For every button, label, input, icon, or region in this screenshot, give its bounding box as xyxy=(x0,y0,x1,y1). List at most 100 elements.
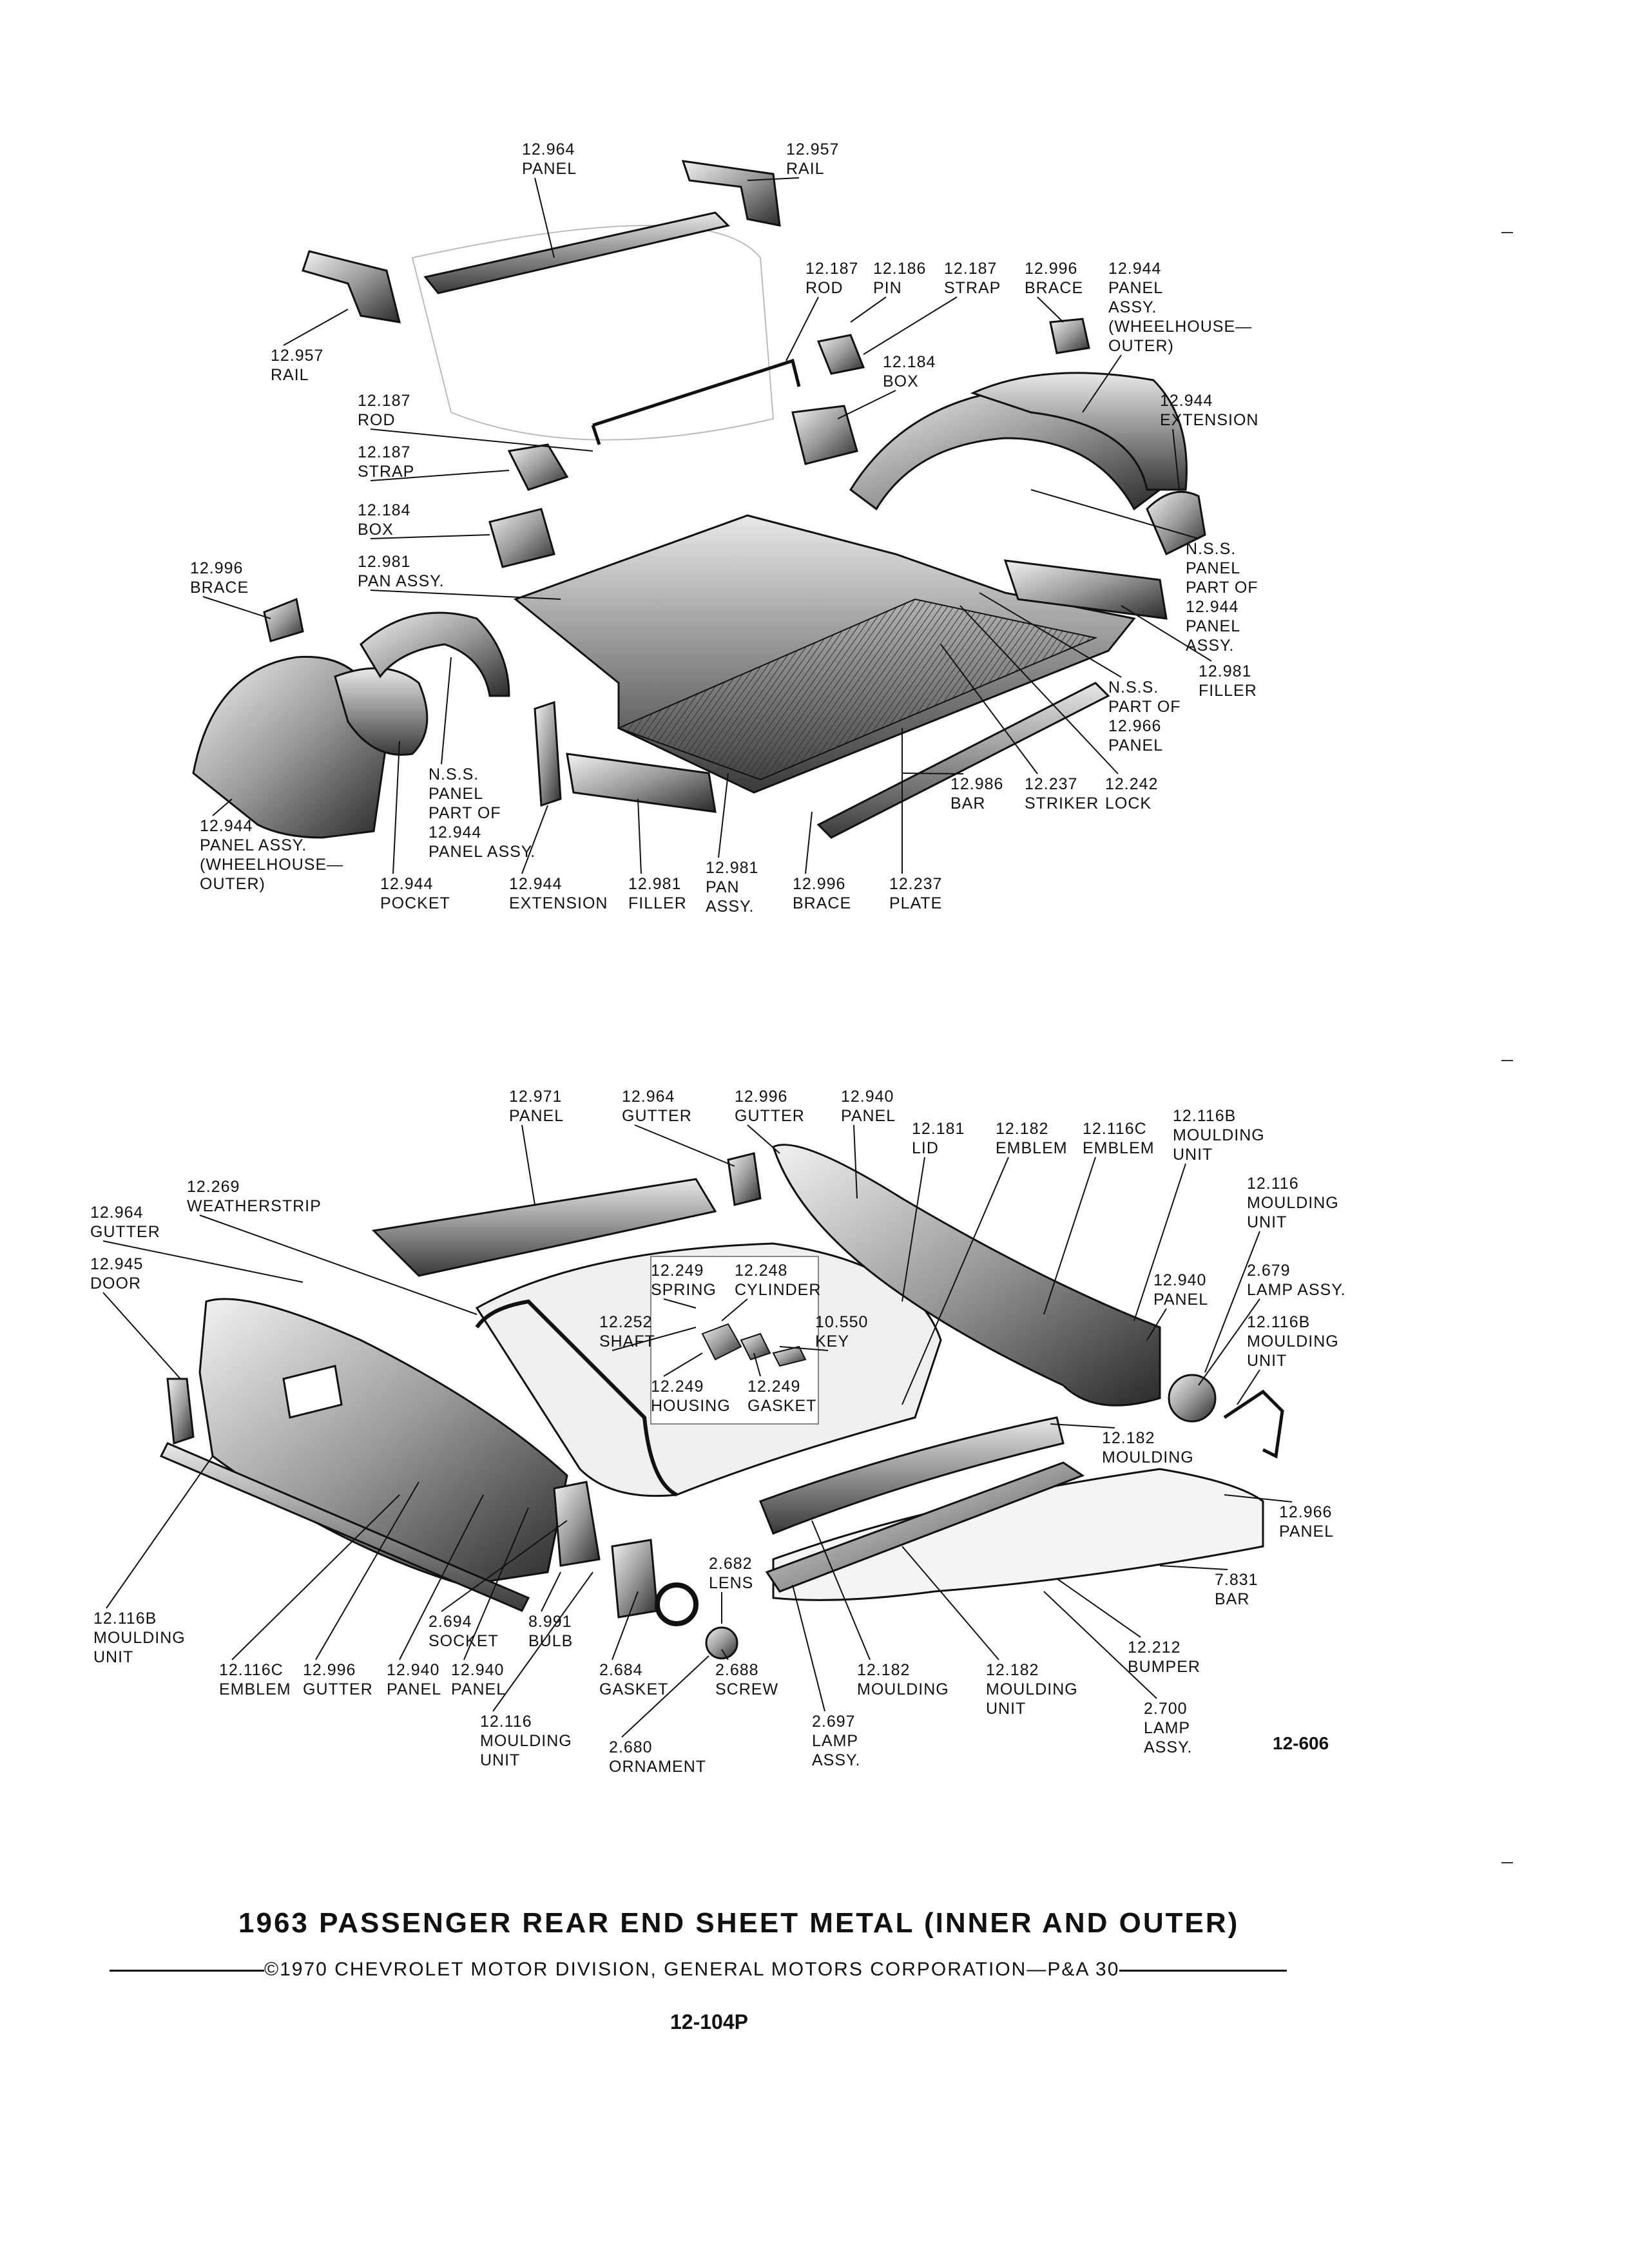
leader-line xyxy=(370,590,561,600)
pan-tray-part xyxy=(617,598,1098,781)
leader-line xyxy=(718,773,729,858)
leader-line xyxy=(370,534,490,539)
part-callout-line: N.S.S. xyxy=(429,765,479,783)
part-callout-line: 12.940 xyxy=(387,1661,439,1679)
part-callout-line: PLATE xyxy=(889,894,942,912)
part-callout-line: BUMPER xyxy=(1128,1658,1200,1676)
left-panel-opening xyxy=(282,1365,343,1419)
part-callout-line: SOCKET xyxy=(429,1632,499,1650)
edge-tick xyxy=(1501,232,1513,233)
leader-line xyxy=(1050,1423,1115,1428)
wheelhouse-outer-right-part xyxy=(970,372,1188,491)
part-callout-line: 2.688 xyxy=(715,1661,759,1679)
part-callout-line: PANEL xyxy=(451,1680,506,1698)
part-callout-line: LAMP xyxy=(812,1732,858,1750)
part-callout-line: MOULDING xyxy=(1247,1332,1339,1350)
filler-left-part xyxy=(566,753,717,813)
leader-line xyxy=(663,1352,703,1377)
part-callout-line: EXTENSION xyxy=(1160,411,1258,429)
part-callout-line: PANEL xyxy=(429,785,483,803)
part-callout-line: 12.269 xyxy=(187,1178,240,1196)
part-callout-line: CYLINDER xyxy=(735,1281,821,1299)
leader-line xyxy=(521,1124,535,1206)
part-callout-line: PANEL ASSY. xyxy=(429,843,535,861)
part-callout-line: GUTTER xyxy=(303,1680,373,1698)
leader-line xyxy=(1133,1163,1186,1321)
part-callout-line: 12.996 xyxy=(1025,260,1077,278)
part-callout-line: 12.944 xyxy=(1108,260,1161,278)
part-callout-line: 12.182 xyxy=(986,1661,1039,1679)
leader-line xyxy=(1043,1591,1157,1699)
part-callout-line: MOULDING xyxy=(986,1680,1078,1698)
leader-line xyxy=(102,1240,304,1283)
part-callout-line: SHAFT xyxy=(599,1332,655,1350)
part-callout-line: 12.116B xyxy=(93,1610,157,1628)
part-callout-line: (WHEELHOUSE— xyxy=(200,856,343,874)
part-callout-line: DOOR xyxy=(90,1274,141,1293)
part-callout-line: LAMP ASSY. xyxy=(1247,1281,1346,1299)
strap-part-left xyxy=(507,443,569,491)
part-callout-line: 12.981 xyxy=(706,859,758,877)
part-callout-line: 2.694 xyxy=(429,1613,472,1631)
leader-line xyxy=(283,309,349,346)
part-callout-line: HOUSING xyxy=(651,1397,731,1415)
leader-line xyxy=(231,1494,400,1660)
part-callout-line: PANEL xyxy=(1108,279,1163,297)
leader-line xyxy=(1082,354,1122,413)
part-callout-line: EMBLEM xyxy=(1083,1139,1155,1157)
part-callout-line: 12.242 xyxy=(1105,775,1158,793)
part-callout-line: 12.249 xyxy=(747,1378,800,1396)
part-callout-line: 7.831 xyxy=(1215,1571,1258,1589)
part-callout-line: RAIL xyxy=(271,366,309,384)
leader-line xyxy=(863,296,958,355)
part-callout-line: PANEL xyxy=(1186,559,1240,577)
lens-part xyxy=(705,1626,738,1660)
part-callout-line: SCREW xyxy=(715,1680,778,1698)
part-callout-line: EMBLEM xyxy=(996,1139,1068,1157)
leader-line xyxy=(721,1649,729,1660)
part-callout-line: 10.550 xyxy=(815,1313,868,1331)
edge-tick xyxy=(1501,1060,1513,1061)
leader-line xyxy=(805,811,813,874)
part-callout-line: PANEL ASSY. xyxy=(200,836,307,854)
lower-rear-panel-part xyxy=(759,1416,1065,1535)
leader-line xyxy=(463,1507,529,1660)
part-callout-line: ASSY. xyxy=(1144,1738,1192,1756)
part-callout-line: 12.237 xyxy=(889,875,942,893)
part-callout-line: BRACE xyxy=(1025,279,1083,297)
part-callout-line: 12.182 xyxy=(1102,1429,1155,1447)
part-callout-line: KEY xyxy=(815,1332,849,1350)
lock-cylinder-part xyxy=(701,1323,742,1361)
lock-housing-part xyxy=(740,1332,771,1361)
